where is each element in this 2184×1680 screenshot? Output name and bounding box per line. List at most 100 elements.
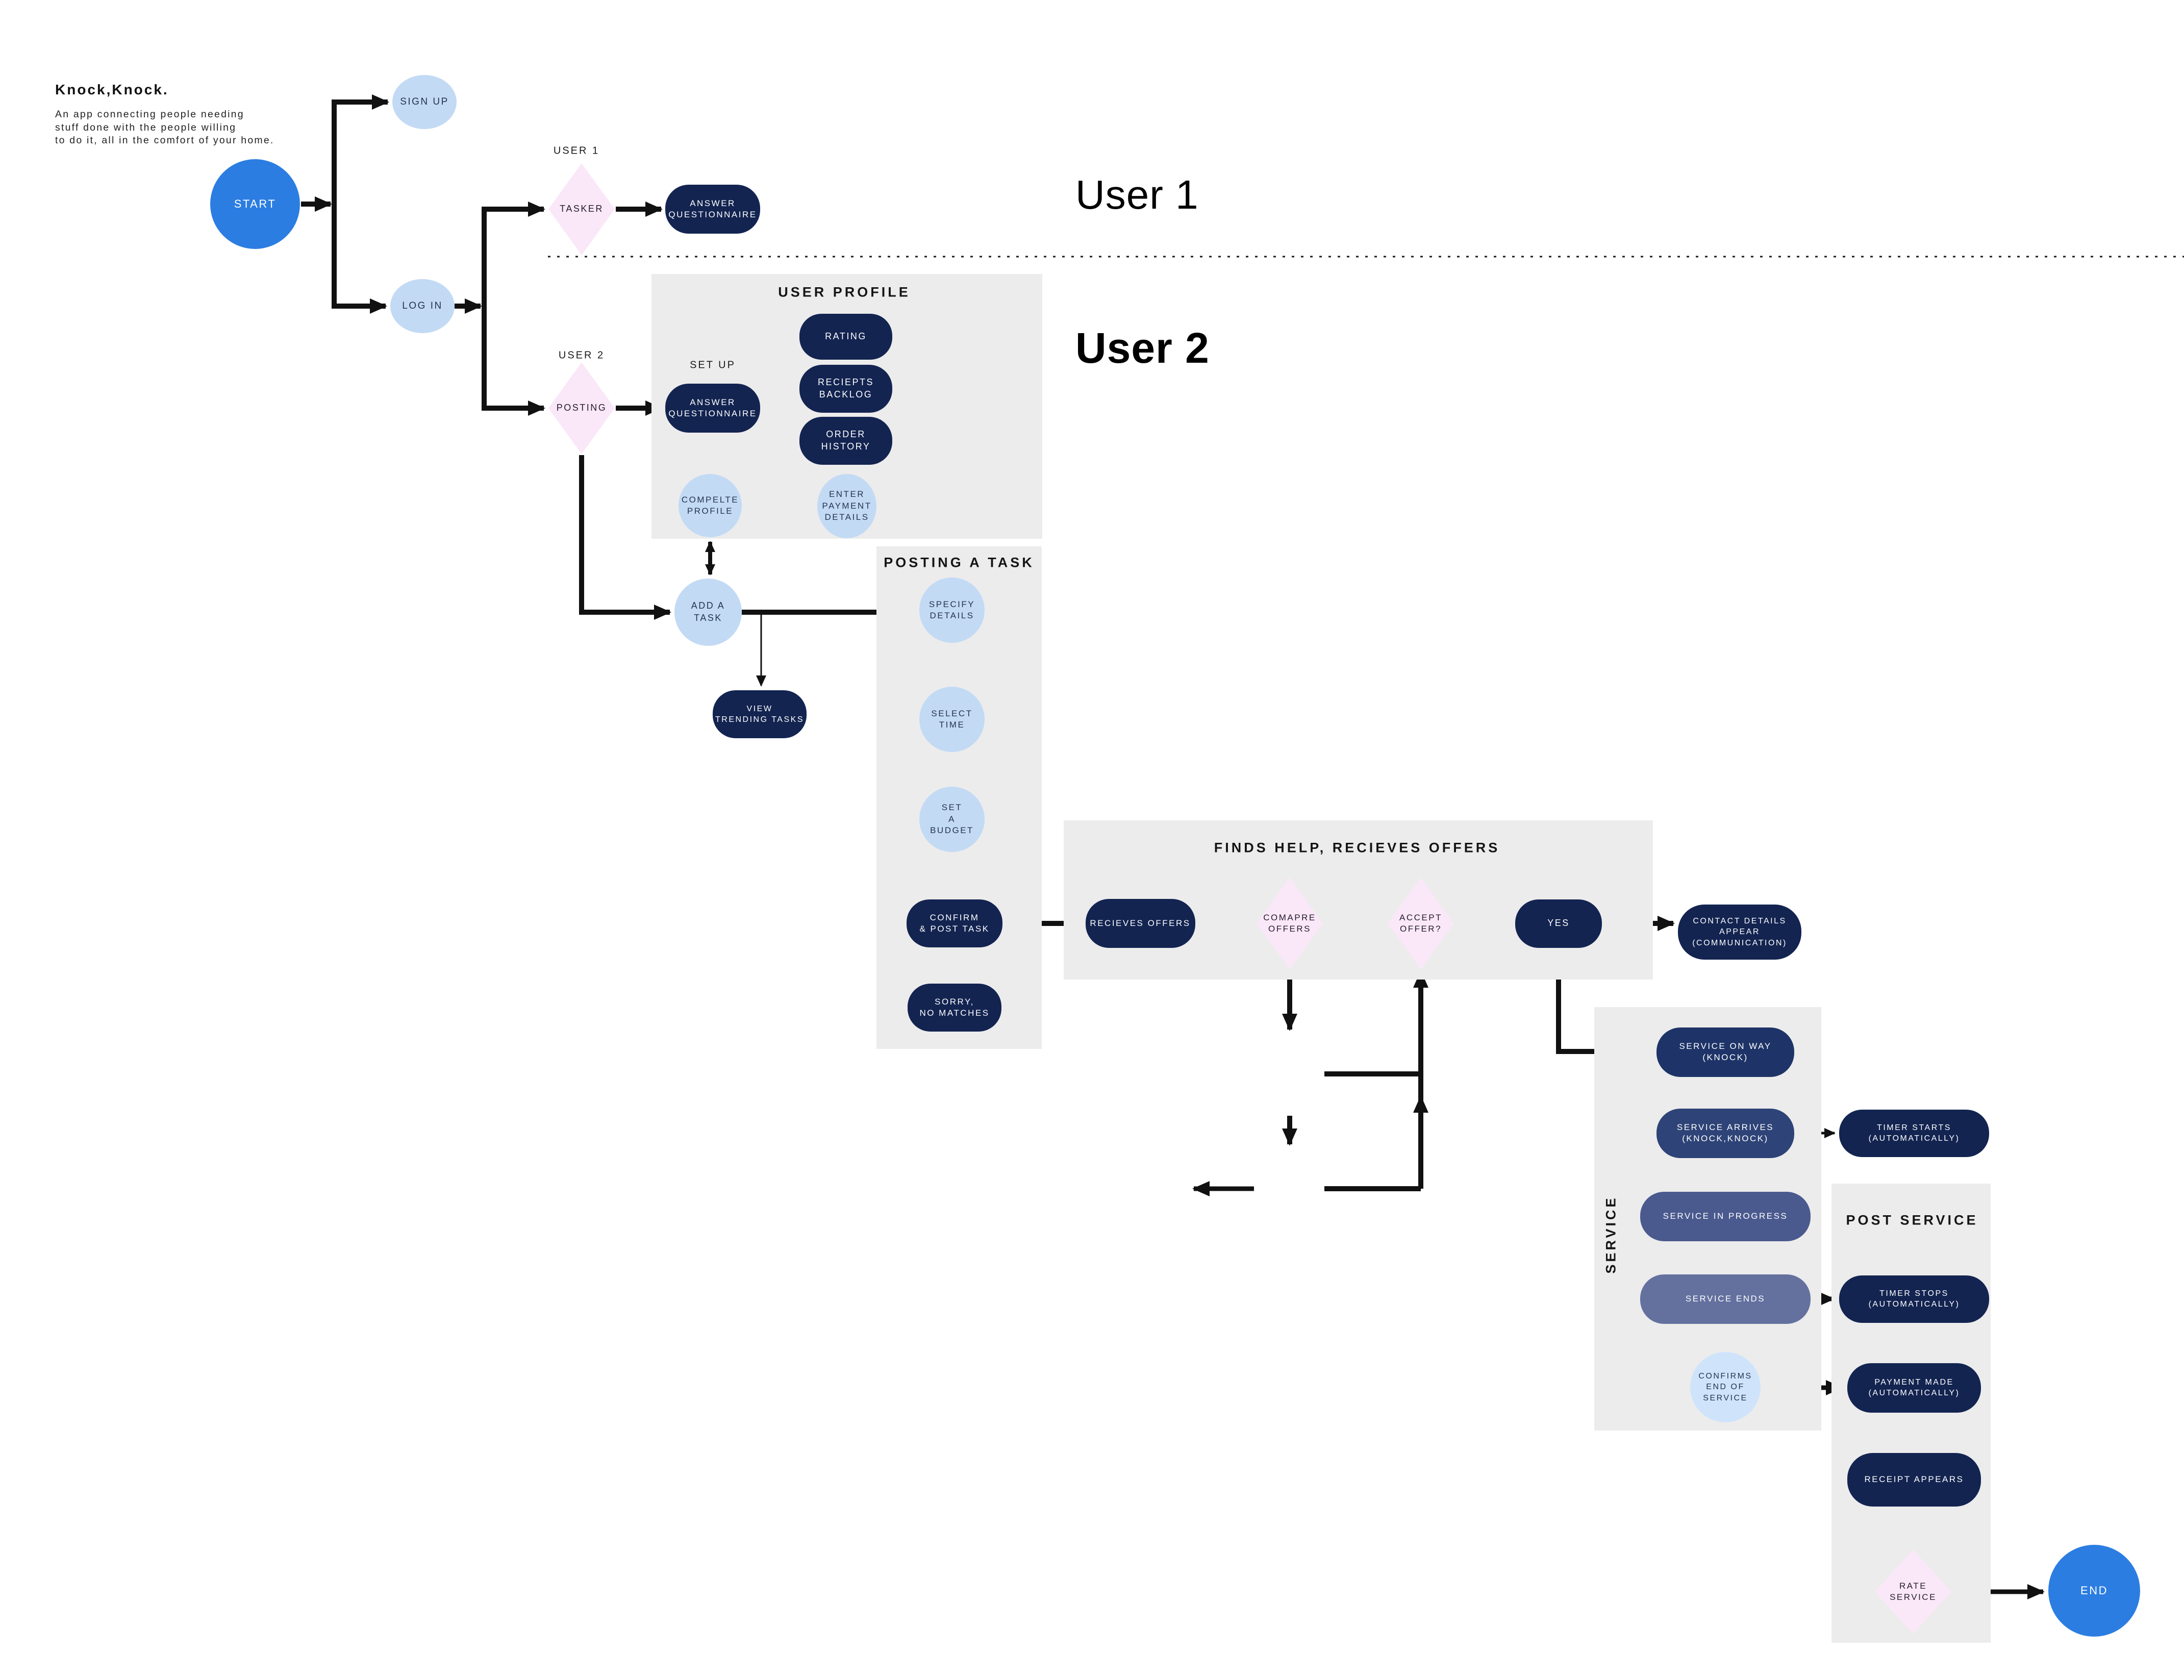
user1-heading: User 1 (1075, 172, 1199, 217)
confirms-end-of-service-label: END OF (1706, 1383, 1745, 1392)
recieves-offers-node: RECIEVES OFFERS (1085, 899, 1195, 948)
posting-a-task-panel-label: POSTING A TASK (884, 555, 1035, 570)
tasker-node: TASKER (548, 163, 615, 255)
contact-details-appear-label: (COMMUNICATION) (1692, 938, 1787, 947)
posting-label: POSTING (556, 403, 607, 413)
rating-label: RATING (825, 331, 867, 342)
reciepts-backlog-label: RECIEPTS (817, 377, 874, 388)
service-on-way-label: (KNOCK) (1702, 1052, 1748, 1062)
enter-payment-details-label: DETAILS (824, 512, 869, 522)
view-trending-tasks-label: TRENDING TASKS (715, 715, 804, 724)
accept-offer-label: OFFER? (1399, 924, 1442, 934)
select-time-label: TIME (939, 720, 965, 730)
timer-stops-label: TIMER STOPS (1879, 1289, 1949, 1298)
app-description-line: An app connecting people needing (55, 109, 244, 120)
service-panel-label: SERVICE (1603, 1195, 1619, 1274)
post-service-panel-label: POST SERVICE (1846, 1212, 1978, 1228)
log-in-node: LOG IN (390, 279, 455, 333)
comapre-offers-label: COMAPRE (1263, 912, 1316, 922)
receipt-appears-label: RECEIPT APPEARS (1864, 1474, 1964, 1484)
sign-up-node: SIGN UP (392, 75, 457, 129)
answer-questionnaire-2-label: QUESTIONNAIRE (668, 409, 757, 418)
set-a-budget-label: SET (941, 803, 963, 813)
user-1-label: USER 1 (553, 145, 600, 157)
app-description-line: stuff done with the people willing (55, 121, 237, 133)
select-time-label: SELECT (931, 708, 973, 718)
set-a-budget-label: A (948, 814, 956, 824)
service-on-way-node: SERVICE ON WAY(KNOCK) (1656, 1027, 1794, 1077)
recieves-offers-label: RECIEVES OFFERS (1090, 918, 1191, 928)
set-up-label: SET UP (690, 359, 736, 371)
finds-help-panel-label: FINDS HELP, RECIEVES OFFERS (1214, 840, 1500, 856)
contact-details-appear-label: APPEAR (1719, 927, 1760, 937)
payment-made-label: (AUTOMATICALLY) (1868, 1389, 1960, 1397)
service-ends-label: SERVICE ENDS (1685, 1293, 1766, 1303)
receipt-appears-node: RECEIPT APPEARS (1847, 1452, 1981, 1507)
service-arrives-node: SERVICE ARRIVES(KNOCK,KNOCK) (1656, 1108, 1794, 1158)
timer-stops-node: TIMER STOPS (AUTOMATICALLY) (1839, 1275, 1989, 1323)
confirm-post-task-node: CONFIRM & POST TASK (907, 899, 1002, 947)
enter-payment-details-label: PAYMENT (822, 500, 872, 511)
confirms-end-of-service-label: SERVICE (1703, 1393, 1748, 1402)
enter-payment-details-label: ENTER (829, 489, 865, 499)
app-description: An app connecting people needing stuff d… (55, 108, 274, 147)
service-in-progress-node: SERVICE IN PROGRESS (1640, 1191, 1811, 1241)
end-node: END (2048, 1545, 2140, 1637)
start-node: START (210, 159, 300, 249)
set-a-budget-label: BUDGET (930, 825, 974, 836)
service-on-way-label: SERVICE ON WAY (1679, 1041, 1772, 1051)
start-label: START (234, 197, 277, 211)
timer-stops-label: (AUTOMATICALLY) (1868, 1300, 1960, 1309)
service-ends-node: SERVICE ENDS (1640, 1274, 1811, 1324)
sorry-no-matches-1-label: SORRY, (935, 996, 974, 1007)
order-history-label: ORDER (826, 429, 866, 440)
service-arrives-label: SERVICE ARRIVES (1676, 1122, 1774, 1132)
rate-service-label: SERVICE (1890, 1592, 1937, 1602)
view-trending-tasks-node: VIEW TRENDING TASKS (713, 690, 807, 738)
confirms-end-of-service-label: CONFIRMS (1698, 1372, 1752, 1381)
payment-made-node: PAYMENT MADE (AUTOMATICALLY) (1847, 1363, 1981, 1413)
timer-starts-label: (AUTOMATICALLY) (1868, 1134, 1960, 1143)
specify-details-label: SPECIFY (928, 599, 975, 609)
timer-starts-label: TIMER STARTS (1877, 1123, 1951, 1132)
answer-questionnaire-2-label: ANSWER (690, 397, 736, 407)
order-history-label: HISTORY (821, 441, 871, 452)
answer-questionnaire-1-label: QUESTIONNAIRE (668, 210, 757, 219)
contact-details-appear-label: CONTACT DETAILS (1693, 917, 1787, 926)
answer-questionnaire-1-label: ANSWER (690, 198, 736, 208)
confirm-post-task-label: & POST TASK (919, 924, 990, 934)
compelte-profile-label: PROFILE (687, 506, 734, 516)
user-2-label: USER 2 (558, 349, 605, 361)
sorry-no-matches-1-label: NO MATCHES (919, 1008, 990, 1018)
rating-node: RATING (799, 314, 892, 360)
reciepts-backlog-label: BACKLOG (819, 389, 873, 399)
end-label: END (2080, 1584, 2108, 1597)
rate-service-label: RATE (1899, 1581, 1927, 1591)
yes-node: YES (1515, 899, 1602, 948)
app-description-line: to do it, all in the comfort of your hom… (55, 135, 274, 146)
sign-up-label: SIGN UP (400, 96, 449, 108)
user2-heading: User 2 (1075, 324, 1210, 372)
confirm-post-task-label: CONFIRM (930, 912, 980, 922)
app-title: Knock,Knock. (55, 82, 169, 97)
sorry-no-matches-1-node: SORRY,NO MATCHES (908, 984, 1001, 1032)
view-trending-tasks-label: VIEW (746, 704, 773, 713)
user-profile-panel-label: USER PROFILE (778, 284, 911, 300)
add-a-task-label: ADD A (691, 600, 725, 611)
payment-made-label: PAYMENT MADE (1874, 1377, 1954, 1387)
answer-questionnaire-2-node: ANSWER QUESTIONNAIRE (665, 384, 760, 433)
tasker-label: TASKER (560, 204, 604, 214)
compelte-profile-label: COMPELTE (681, 494, 739, 505)
log-in-label: LOG IN (402, 300, 443, 312)
comapre-offers-label: OFFERS (1268, 924, 1311, 934)
